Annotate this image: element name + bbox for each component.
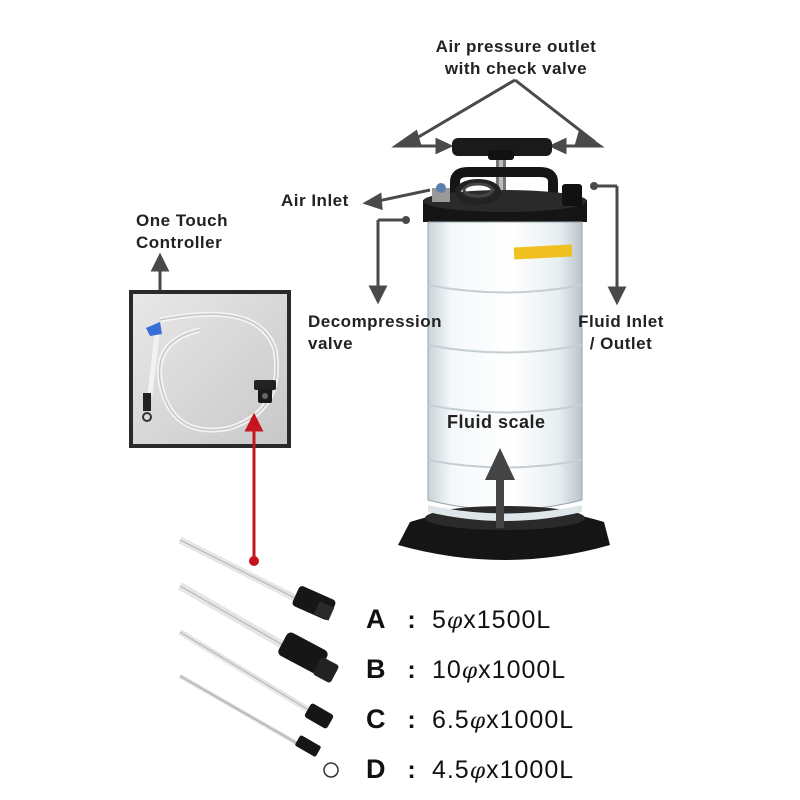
one-touch-line2: Controller (136, 233, 223, 252)
spec-diameter: 4.5 (431, 756, 470, 784)
decompression-line1: Decompression (308, 312, 443, 331)
tank-lid (423, 179, 587, 226)
hose-b (178, 582, 339, 683)
fluid-scale-label: Fluid scale (447, 412, 546, 432)
decompression-line2: valve (308, 334, 354, 353)
spec-row-a: A: 5φx1500L (366, 604, 551, 635)
spec-row-c: C: 6.5φx1000L (366, 704, 574, 735)
fluid-inlet-line2: / Outlet (589, 334, 653, 353)
hose-a (178, 536, 336, 621)
decompression-valve-label: Decompression valve (308, 311, 442, 355)
one-touch-controller-label: One Touch Controller (136, 210, 228, 254)
fluid-inlet-line1: Fluid Inlet (578, 312, 664, 331)
spec-letter: C (366, 704, 387, 734)
spec-colon: : (407, 606, 417, 634)
hose-d (179, 674, 339, 778)
fluid-inlet-outlet-label: Fluid Inlet / Outlet (566, 311, 676, 355)
spec-length: x1000L (486, 706, 575, 734)
spec-diameter: 6.5 (431, 706, 470, 734)
carry-handle (450, 167, 558, 205)
one-touch-line1: One Touch (136, 211, 229, 230)
hose-inset (129, 290, 291, 448)
spec-letter: A (366, 604, 387, 634)
phi-symbol: φ (469, 759, 487, 784)
air-inlet-arrow (362, 188, 431, 211)
spec-row-b: B: 10φx1000L (366, 654, 566, 685)
air-pressure-outlet-line1: Air pressure outlet (435, 37, 597, 56)
air-pressure-outlet-label: Air pressure outlet with check valve (400, 36, 632, 80)
spec-colon: : (407, 756, 417, 784)
spec-colon: : (407, 656, 417, 684)
spec-diameter: 10 (431, 656, 462, 684)
t-handle (452, 138, 552, 200)
fluid-scale-arrow (485, 448, 515, 528)
spec-colon: : (407, 706, 417, 734)
fluid-inlet-arrow (590, 182, 627, 306)
spec-letter: B (366, 654, 387, 684)
warning-sticker (513, 244, 573, 260)
red-pointer (244, 412, 264, 566)
spec-row-d: D: 4.5φx1000L (366, 754, 574, 785)
spec-diameter: 5 (431, 606, 447, 634)
phi-symbol: φ (469, 709, 487, 734)
hose-c (178, 629, 334, 729)
air-outlet-arrows (391, 78, 605, 155)
phi-symbol: φ (446, 609, 464, 634)
spec-length: x1000L (486, 756, 575, 784)
spec-length: x1500L (463, 606, 552, 634)
air-pressure-outlet-line2: with check valve (444, 59, 588, 78)
air-inlet-label: Air Inlet (281, 191, 349, 210)
tank-base (398, 505, 610, 560)
spec-length: x1000L (478, 656, 567, 684)
decompression-arrow (368, 216, 410, 305)
spec-letter: D (366, 754, 387, 784)
phi-symbol: φ (461, 659, 479, 684)
